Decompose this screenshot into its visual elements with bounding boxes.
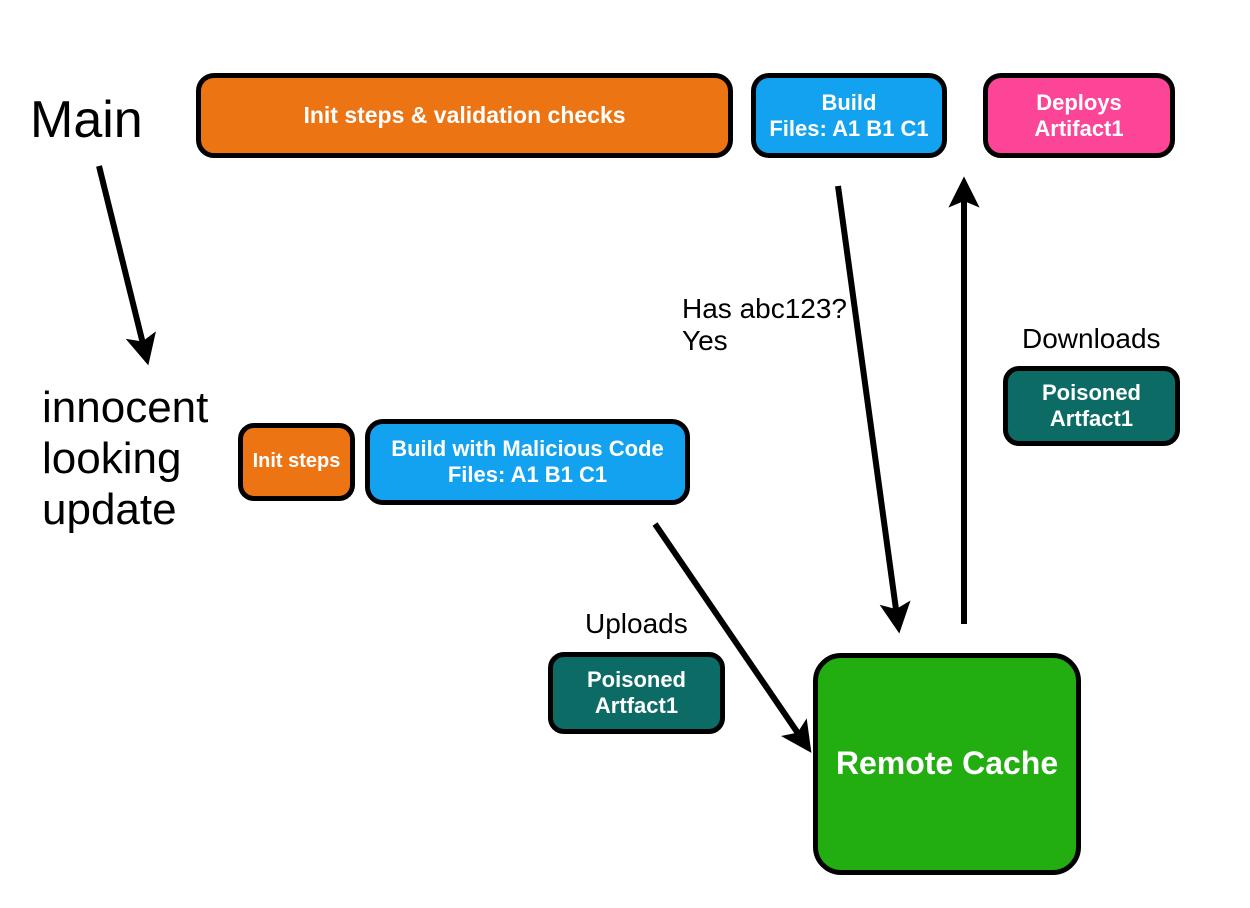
node-init-steps[interactable]: Init steps	[238, 423, 355, 501]
node-init-steps-validation-checks[interactable]: Init steps & validation checks	[196, 73, 733, 158]
node-build-with-malicious-code[interactable]: Build with Malicious Code Files: A1 B1 C…	[365, 419, 690, 505]
lane-label-main: Main	[30, 91, 143, 149]
cache-query-label: Has abc123? Yes	[682, 293, 848, 357]
node-deploys-artifact1[interactable]: Deploys Artifact1	[983, 73, 1175, 158]
node-poisoned-artifact-upload[interactable]: Poisoned Artfact1	[548, 652, 725, 734]
downloads-label: Downloads	[1022, 323, 1161, 354]
arrow-main-to-update	[96, 165, 156, 366]
uploads-label: Uploads	[585, 608, 688, 639]
lane-label-innocent-update: innocent looking update	[42, 383, 209, 535]
arrow-build-to-cache	[835, 185, 911, 634]
node-remote-cache[interactable]: Remote Cache	[813, 653, 1081, 875]
node-poisoned-artifact-download[interactable]: Poisoned Artfact1	[1003, 366, 1180, 446]
node-build-main[interactable]: Build Files: A1 B1 C1	[751, 73, 947, 158]
